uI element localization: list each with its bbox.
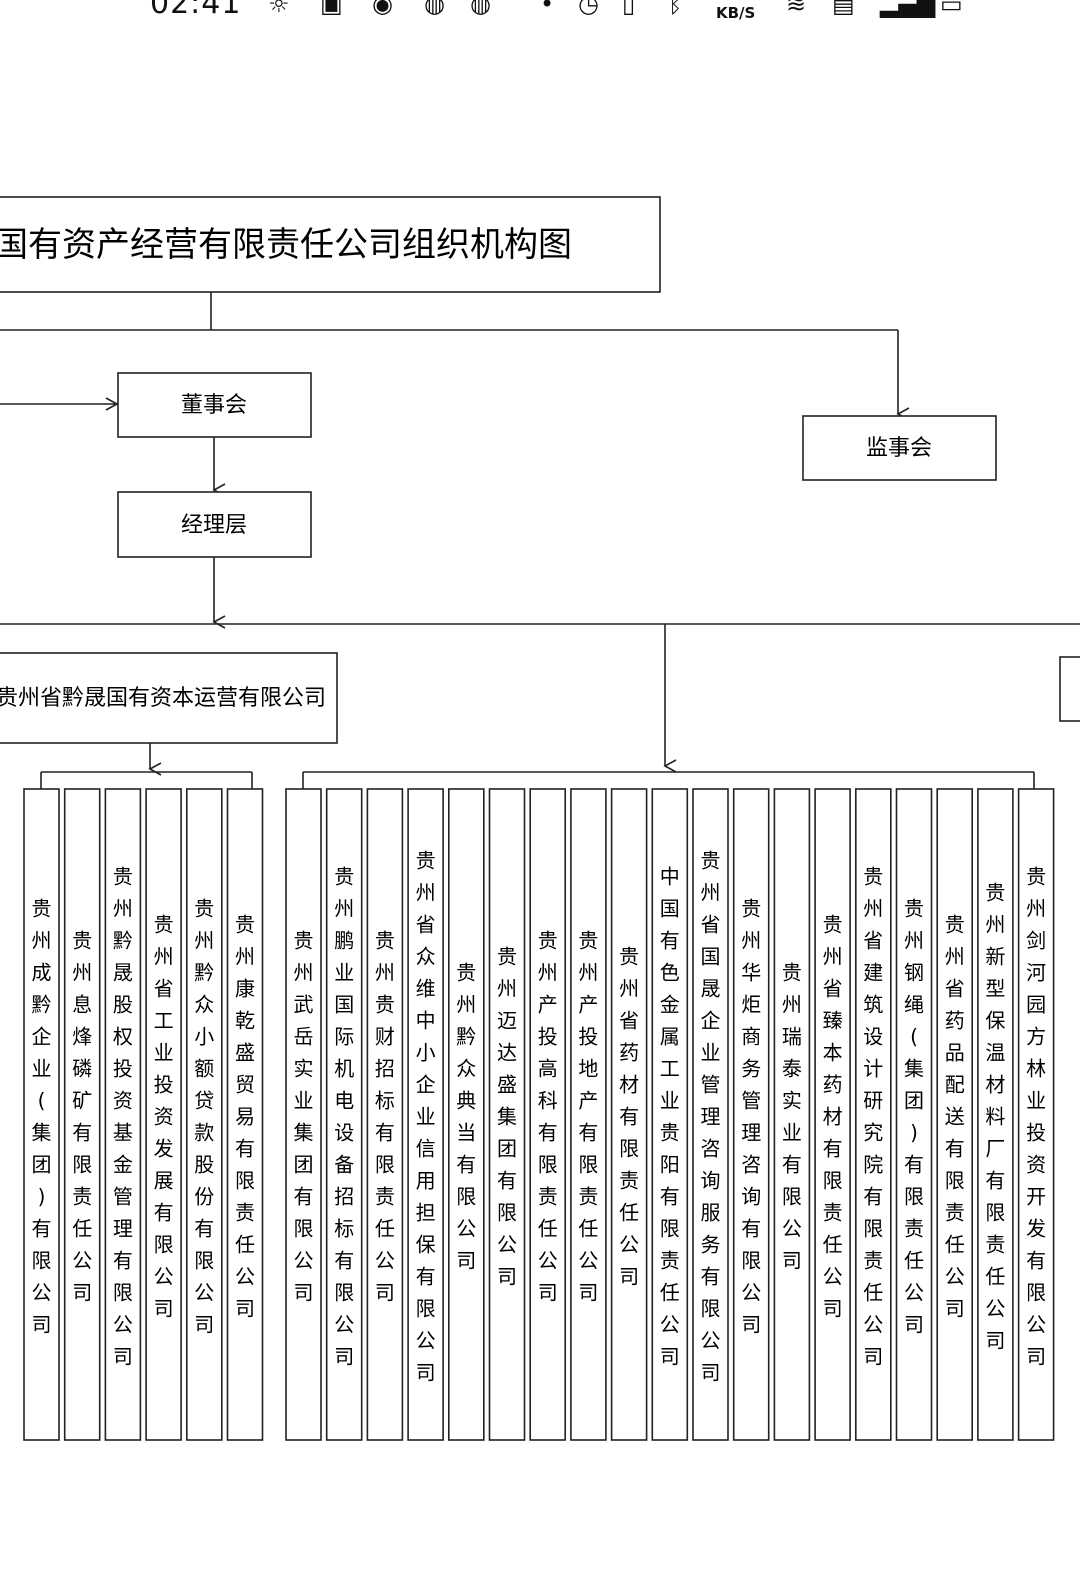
company-box [529, 788, 567, 1441]
company-box [895, 788, 933, 1441]
company-name: 贵州省药品配送有限责任公司 [945, 912, 965, 1320]
company-name: 贵州省工业投资发展有限公司 [154, 912, 174, 1320]
chart-title: 国有资产经营有限责任公司组织机构图 [0, 225, 572, 265]
company-box [366, 788, 404, 1441]
company-box [732, 788, 770, 1441]
company-name: 贵州黔众典当有限公司 [456, 960, 476, 1272]
company-name: 贵州鹏业国际机电设备招标有限公司 [334, 864, 354, 1368]
vibrate-icon: ▯ [622, 0, 636, 18]
company-box [854, 788, 892, 1441]
company-box [977, 788, 1014, 1441]
supervisors-label: 监事会 [866, 436, 932, 461]
company-name: 中国有色金属工业贵阳有限责任公司 [660, 864, 680, 1368]
company-box [692, 788, 729, 1441]
company-name: 贵州息烽磷矿有限责任公司 [72, 928, 92, 1304]
company-name: 贵州迈达盛集团有限公司 [497, 944, 517, 1288]
board-box [117, 372, 312, 438]
company-name: 贵州新型保温材料厂有限责任公司 [985, 880, 1005, 1352]
chat-icon: ◍ [470, 0, 491, 18]
company-box [570, 788, 607, 1441]
wifi-icon: ≋ [786, 0, 807, 18]
app-icon: ◉ [372, 0, 393, 18]
company-name: 贵州黔众小额贷款股份有限公司 [194, 896, 214, 1336]
company-box [104, 788, 142, 1441]
company-box [1017, 788, 1055, 1441]
company-name: 贵州剑河园方林业投资开发有限公司 [1026, 864, 1046, 1368]
network-speed-unit: KB/S [716, 4, 756, 22]
company-name: 贵州省建筑设计研究院有限责任公司 [863, 864, 883, 1368]
partial-box [1059, 656, 1080, 722]
app-icon: ▣ [320, 0, 343, 18]
supervisors-box [802, 415, 997, 481]
company-name: 贵州省众维中小企业信用担保有限公司 [416, 848, 436, 1384]
company-box [936, 788, 974, 1441]
company-name: 贵州省国晟企业管理咨询服务有限公司 [701, 848, 721, 1384]
company-name: 贵州省药材有限责任公司 [619, 944, 639, 1288]
company-name: 贵州产投高科有限责任公司 [538, 928, 558, 1304]
brightness-icon: ☼ [268, 0, 290, 18]
company-name: 贵州产投地产有限责任公司 [578, 928, 598, 1304]
hd-icon: ▤ [832, 0, 855, 18]
company-box [23, 788, 60, 1441]
management-label: 经理层 [181, 513, 247, 538]
signal-icon: ▂▄▆ [880, 0, 936, 18]
company-box [226, 788, 264, 1441]
company-box [488, 788, 526, 1441]
company-name: 贵州黔晟股权投资基金管理有限公司 [113, 864, 133, 1368]
company-name: 贵州贵财招标有限责任公司 [375, 928, 395, 1304]
status-time: 02:41 [150, 0, 242, 21]
company-box [610, 788, 648, 1441]
subsidiary-box [0, 652, 338, 744]
bluetooth-icon: ᛒ [668, 0, 683, 18]
company-name: 贵州成黔企业(集团)有限公司 [32, 896, 52, 1336]
status-bar: 02:41 ☼ ▣ ◉ ◍ ◍ • ◷ ▯ ᛒ KB/S ≋ ▤ ▂▄▆ ▭ [0, 0, 1080, 22]
battery-icon: ▭ [940, 0, 963, 18]
company-name: 贵州省臻本药材有限责任公司 [823, 912, 843, 1320]
company-name: 贵州钢绳(集团)有限责任公司 [904, 896, 924, 1336]
company-name: 贵州武岳实业集团有限公司 [294, 928, 314, 1304]
company-box [651, 788, 689, 1441]
company-name: 贵州康乾盛贸易有限责任公司 [235, 912, 255, 1320]
company-box [285, 788, 322, 1441]
company-name: 贵州华炬商务管理咨询有限公司 [741, 896, 761, 1336]
board-label: 董事会 [181, 393, 247, 418]
company-box [325, 788, 363, 1441]
company-box [773, 788, 811, 1441]
company-box [145, 788, 182, 1441]
chat-icon: ◍ [424, 0, 445, 18]
company-name: 贵州瑞泰实业有限公司 [782, 960, 802, 1272]
alarm-icon: ◷ [578, 0, 599, 18]
company-box [447, 788, 485, 1441]
company-box [186, 788, 223, 1441]
title-box [0, 196, 661, 293]
company-box [407, 788, 444, 1441]
company-box [814, 788, 851, 1441]
subsidiary-label: 贵州省黔晟国有资本运营有限公司 [0, 686, 326, 711]
dot-icon: • [540, 0, 555, 18]
company-box [63, 788, 101, 1441]
